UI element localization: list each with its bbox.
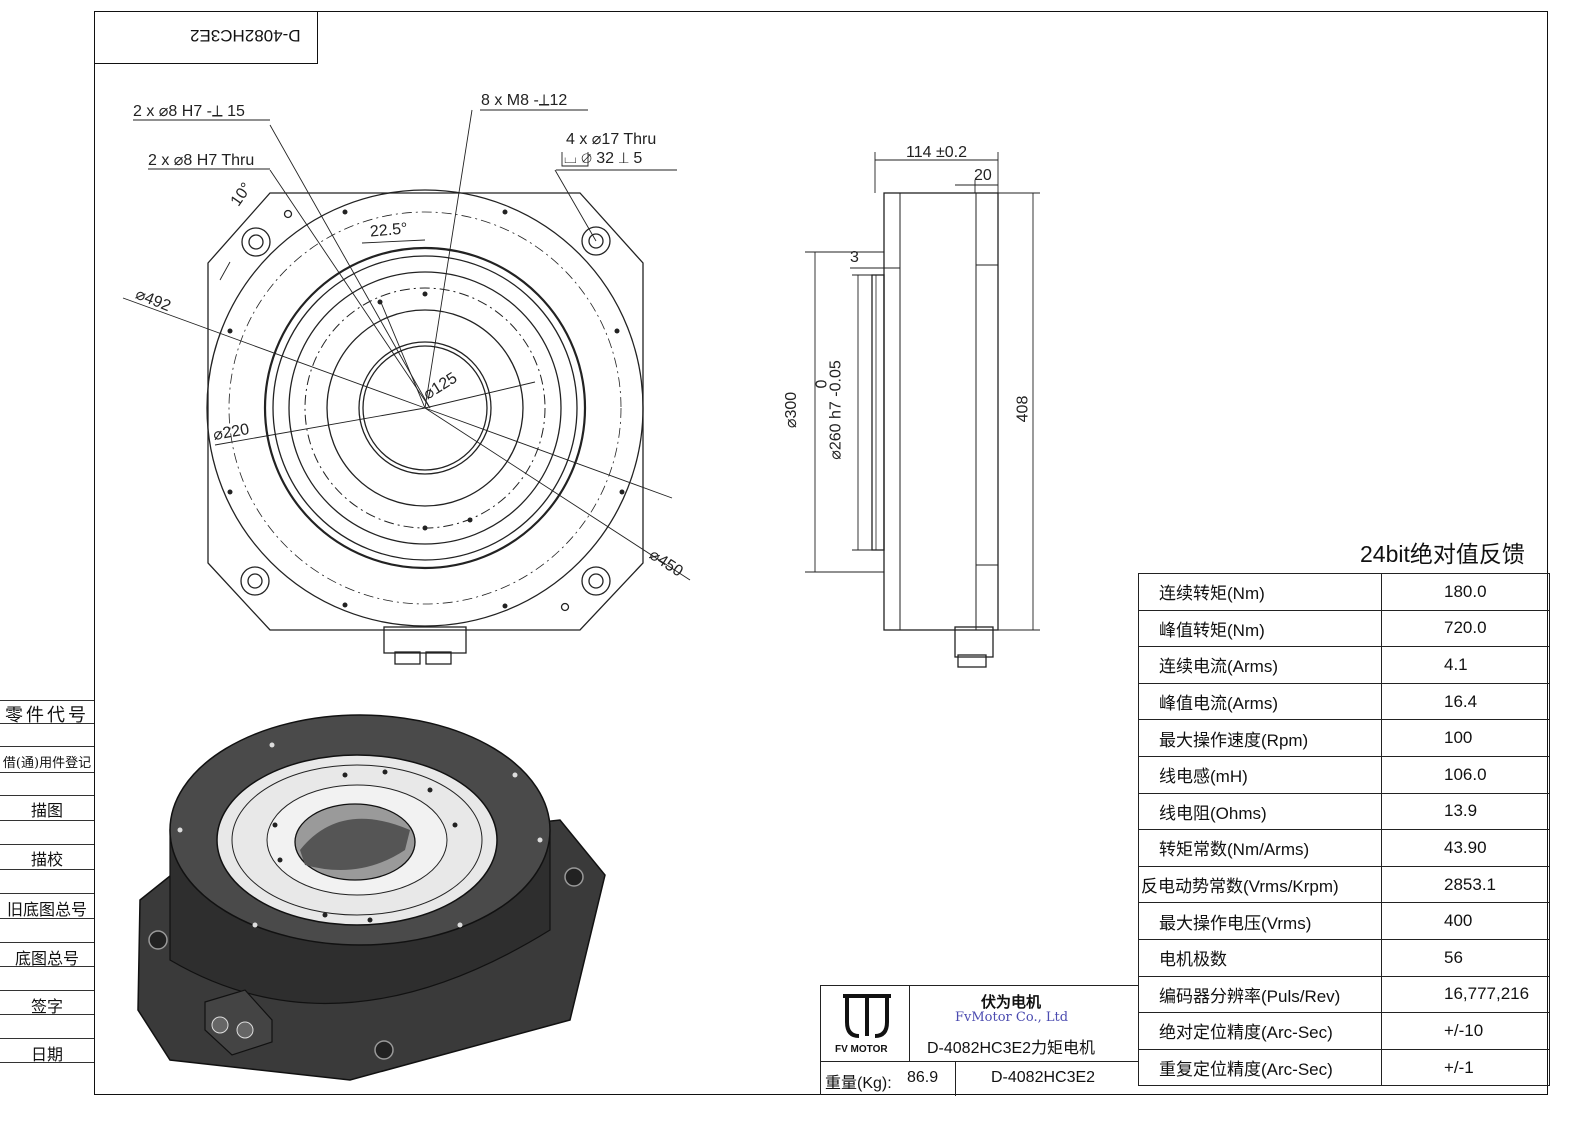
- table-row: 连续转矩(Nm)180.0: [1138, 573, 1550, 611]
- label-height-408: 408: [1014, 395, 1032, 423]
- label-width-114: 114 ±0.2: [906, 144, 967, 161]
- spec-value: +/-1: [1381, 1048, 1550, 1087]
- label-angle-22-5: 22.5°: [369, 220, 409, 241]
- spec-label: 重复定位精度(Arc-Sec): [1138, 1048, 1382, 1087]
- sidebar-borrow-register: 借(通)用件登记: [2, 756, 92, 771]
- table-row: 线电阻(Ohms)13.9: [1138, 792, 1550, 831]
- sidebar-signature: 签字: [30, 997, 63, 1016]
- weight-label: 重量(Kg):: [825, 1075, 892, 1092]
- spec-label: 最大操作电压(Vrms): [1138, 902, 1382, 940]
- part-number: D-4082HC3E2: [991, 1069, 1096, 1086]
- spec-label: 线电阻(Ohms): [1138, 792, 1382, 831]
- spec-value: 2853.1: [1381, 865, 1550, 904]
- table-row: 反电动势常数(Vrms/Krpm)2853.1: [1138, 865, 1550, 904]
- spec-value: +/-10: [1381, 1012, 1550, 1050]
- sidebar-old-drawing-no: 旧底图总号: [6, 900, 87, 919]
- title-block: FV MOTOR 伏为电机 FvMotor Co., Ltd D-4082HC3…: [820, 985, 1139, 1096]
- label-tapped-holes: 8 x M8 -⟂12: [481, 92, 568, 109]
- spec-value: 180.0: [1381, 573, 1550, 611]
- label-dim-20: 20: [974, 167, 992, 184]
- spec-label: 电机极数: [1138, 938, 1382, 977]
- sidebar-part-code: 零件代号: [5, 705, 89, 726]
- label-mount-holes: 4 x ⌀17 Thru: [566, 131, 657, 148]
- spec-label: 连续转矩(Nm): [1138, 573, 1382, 611]
- spec-value: 13.9: [1381, 792, 1550, 831]
- table-row: 绝对定位精度(Arc-Sec)+/-10: [1138, 1012, 1550, 1050]
- side-view-drawing: [805, 152, 1040, 668]
- fv-motor-logo-icon: [843, 994, 891, 1038]
- spec-value: 720.0: [1381, 609, 1550, 648]
- front-view-drawing: [122, 109, 691, 665]
- label-pin-holes-thru: 2 x ⌀8 H7 Thru: [148, 152, 255, 169]
- sidebar-trace: 描图: [30, 801, 63, 820]
- spec-label: 连续电流(Arms): [1138, 646, 1382, 684]
- spec-value: 4.1: [1381, 646, 1550, 684]
- isometric-render: [137, 714, 606, 1081]
- spec-value: 43.90: [1381, 829, 1550, 867]
- weight-value: 86.9: [907, 1069, 939, 1086]
- spec-value: 106.0: [1381, 755, 1550, 794]
- drawing-frame: [94, 11, 1548, 1095]
- code-stamp-box: D-4082HC3E2: [94, 11, 318, 64]
- table-row: 重复定位精度(Arc-Sec)+/-1: [1138, 1048, 1550, 1087]
- spec-table: 连续转矩(Nm)180.0 峰值转矩(Nm)720.0 连续电流(Arms)4.…: [1138, 573, 1550, 1087]
- company-name-cn: 伏为电机: [981, 993, 1042, 1011]
- sidebar-date: 日期: [30, 1045, 63, 1064]
- table-row: 编码器分辨率(Puls/Rev)16,777,216: [1138, 975, 1550, 1014]
- logo-text: FV MOTOR: [835, 1044, 888, 1055]
- spec-value: 16.4: [1381, 682, 1550, 721]
- spec-table-title: 24bit绝对值反馈: [1360, 541, 1525, 567]
- table-row: 最大操作速度(Rpm)100: [1138, 719, 1550, 757]
- label-dia-260: ⌀260 h7 -0.05: [827, 360, 845, 460]
- table-row: 线电感(mH)106.0: [1138, 755, 1550, 794]
- table-row: 峰值转矩(Nm)720.0: [1138, 609, 1550, 648]
- table-row: 最大操作电压(Vrms)400: [1138, 902, 1550, 940]
- spec-label: 线电感(mH): [1138, 755, 1382, 794]
- label-dim-3: 3: [850, 249, 859, 266]
- spec-label: 峰值转矩(Nm): [1138, 609, 1382, 648]
- table-row: 峰值电流(Arms)16.4: [1138, 682, 1550, 721]
- spec-label: 反电动势常数(Vrms/Krpm): [1138, 865, 1382, 904]
- sidebar-drawing-no: 底图总号: [14, 949, 79, 968]
- spec-label: 编码器分辨率(Puls/Rev): [1138, 975, 1382, 1014]
- spec-label: 峰值电流(Arms): [1138, 682, 1382, 721]
- company-name-en: FvMotor Co., Ltd: [955, 1010, 1069, 1025]
- spec-value: 16,777,216: [1381, 975, 1550, 1014]
- table-row: 转矩常数(Nm/Arms)43.90: [1138, 829, 1550, 867]
- spec-value: 400: [1381, 902, 1550, 940]
- label-pin-holes-blind: 2 x ⌀8 H7 -⟂ 15: [133, 103, 245, 120]
- product-name: D-4082HC3E2力矩电机: [927, 1040, 1096, 1057]
- spec-value: 56: [1381, 938, 1550, 977]
- table-row: 连续电流(Arms)4.1: [1138, 646, 1550, 684]
- spec-label: 转矩常数(Nm/Arms): [1138, 829, 1382, 867]
- label-dia-300: ⌀300: [783, 391, 801, 429]
- spec-label: 绝对定位精度(Arc-Sec): [1138, 1012, 1382, 1050]
- spec-value: 100: [1381, 719, 1550, 757]
- sidebar-trace-check: 描校: [30, 850, 63, 869]
- spec-label: 最大操作速度(Rpm): [1138, 719, 1382, 757]
- label-counterbore: ⌴ ⌀ 32 ⟂ 5: [564, 150, 643, 167]
- code-stamp-text: D-4082HC3E2: [190, 26, 301, 45]
